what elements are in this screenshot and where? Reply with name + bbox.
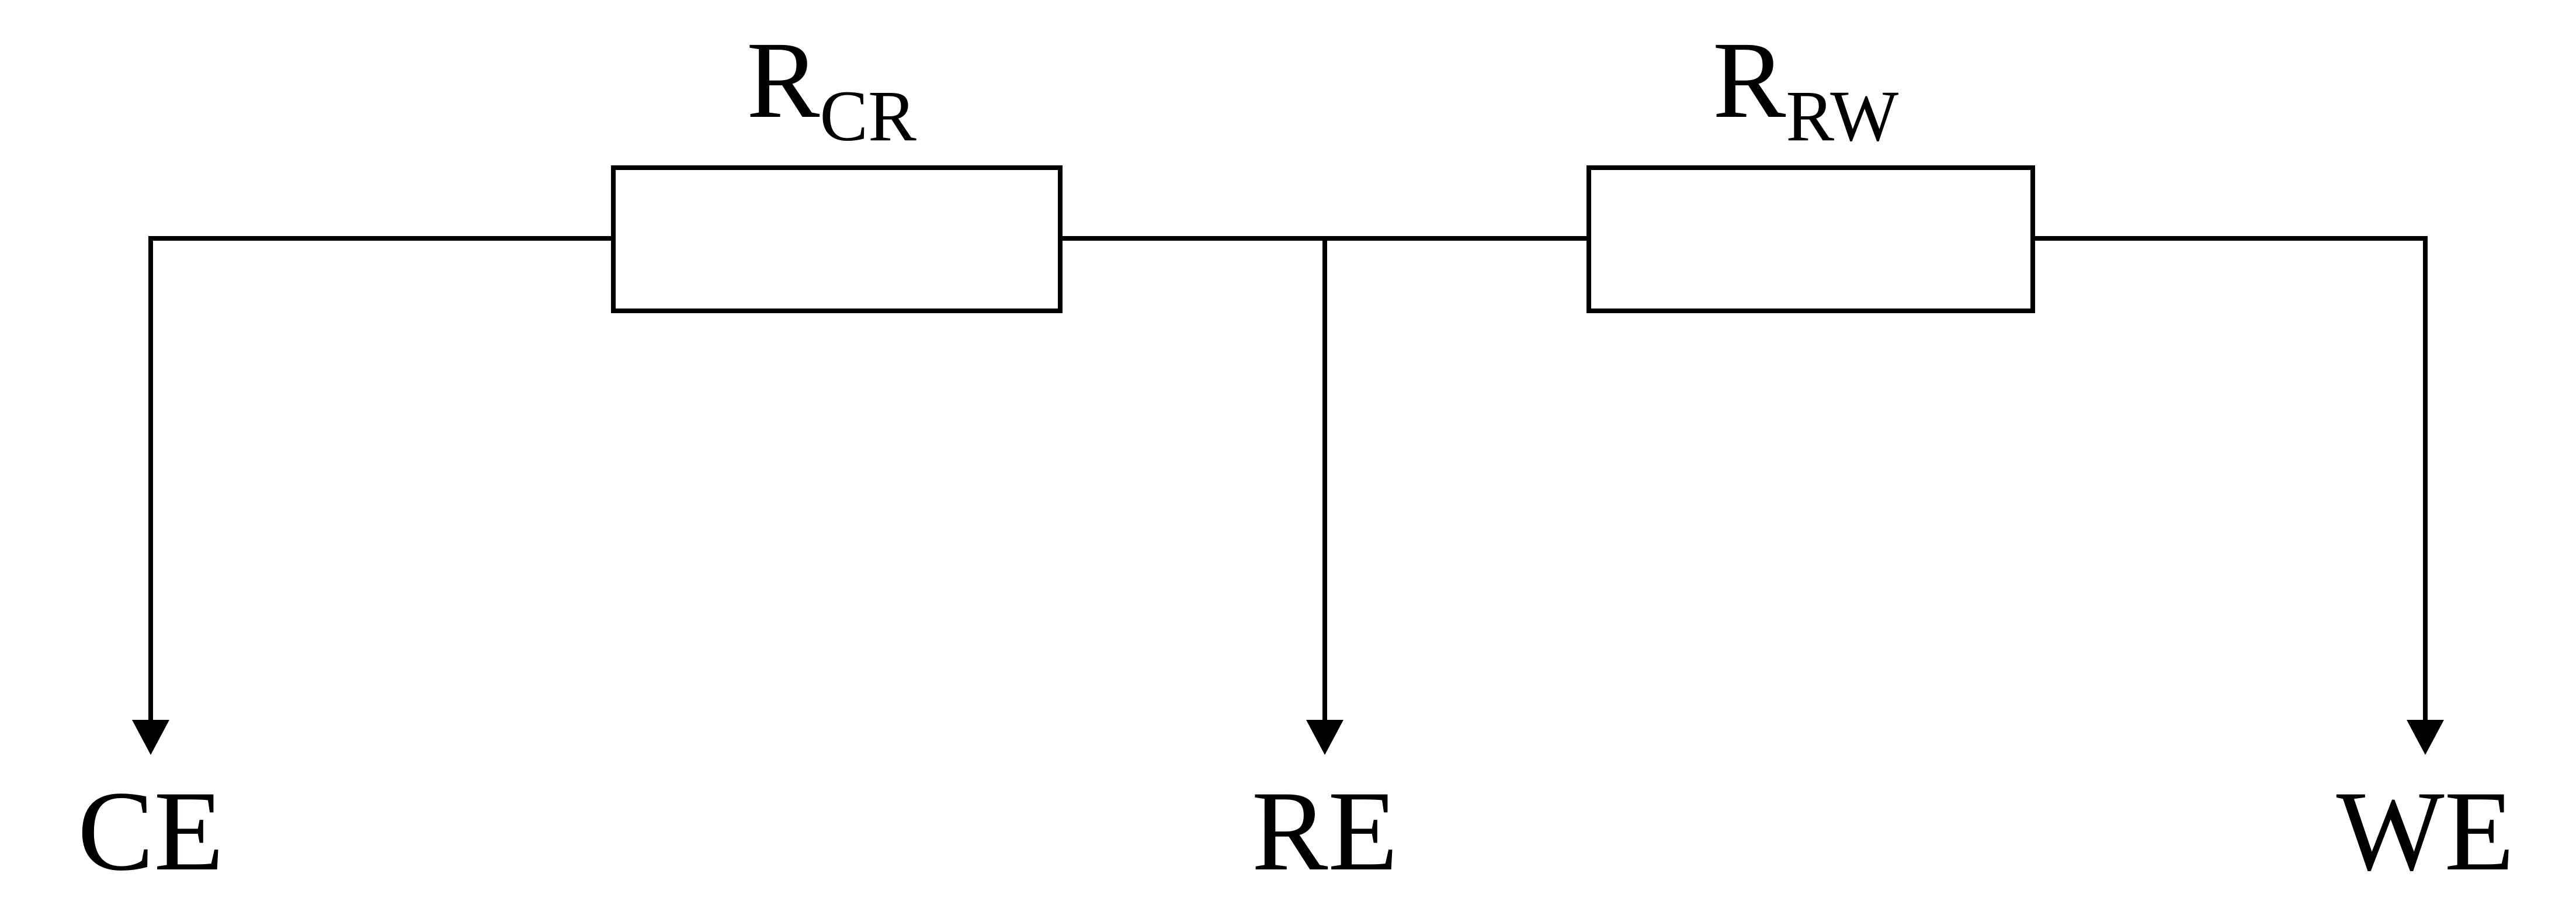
arrow-re-icon	[1306, 720, 1343, 755]
resistor-cr-label: RCR	[747, 19, 916, 156]
terminal-we-label: WE	[2337, 768, 2515, 895]
resistor-rw-label: RRW	[1713, 19, 1898, 156]
resistor-cr	[611, 165, 1063, 313]
terminal-ce-label: CE	[78, 768, 224, 895]
terminal-re-label: RE	[1252, 768, 1398, 895]
resistor-rw	[1586, 165, 2035, 313]
arrow-ce-icon	[132, 720, 169, 755]
arrow-we-icon	[2407, 720, 2444, 755]
